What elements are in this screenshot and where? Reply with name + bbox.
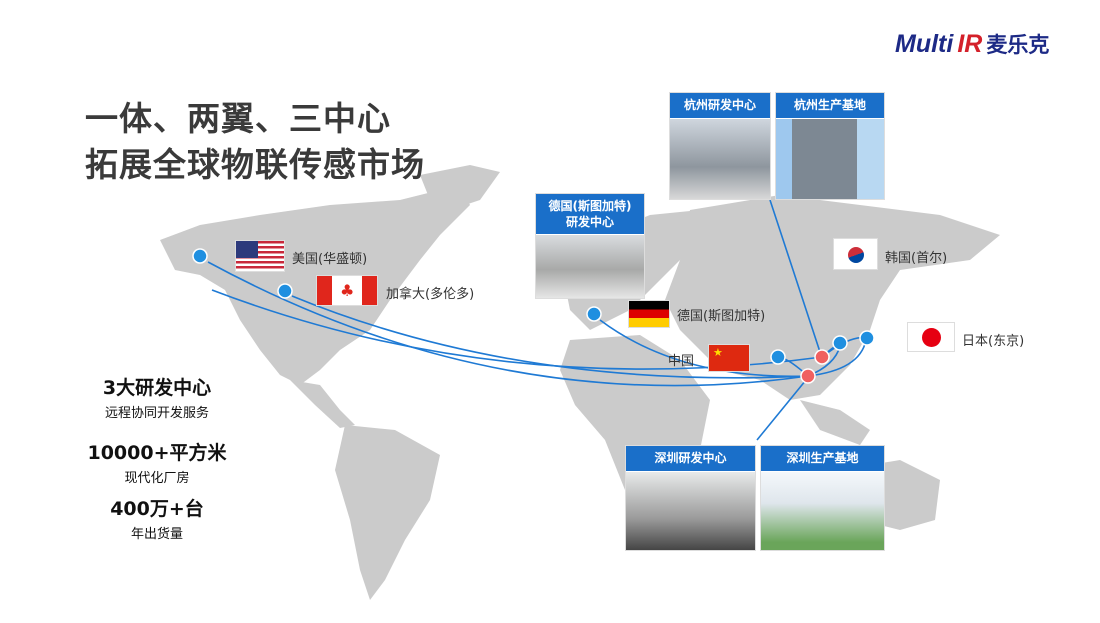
route-sz-japan bbox=[807, 339, 867, 377]
stat-rd-centers: 3大研发中心 远程协同开发服务 bbox=[102, 377, 212, 421]
north-america bbox=[160, 185, 470, 385]
label-canada: 加拿大(多伦多) bbox=[386, 287, 475, 302]
japan-flag-icon bbox=[907, 322, 955, 352]
building-photo bbox=[776, 119, 884, 199]
dot-hangzhou bbox=[814, 349, 830, 365]
southeast-asia bbox=[800, 400, 870, 445]
company-logo: Multi IR 麦乐克 bbox=[895, 29, 1050, 58]
us-flag-icon bbox=[235, 240, 285, 272]
route-to-us bbox=[207, 261, 809, 387]
office-photo bbox=[536, 235, 644, 298]
card-germany-rd: 德国(斯图加特)研发中心 bbox=[535, 193, 645, 299]
label-germany: 德国(斯图加特) bbox=[677, 309, 766, 324]
card-hangzhou-rd: 杭州研发中心 bbox=[669, 92, 771, 200]
title-line-1: 一体、两翼、三中心 bbox=[85, 99, 391, 138]
label-korea: 韩国(首尔) bbox=[885, 251, 948, 266]
china-flag-icon: ★ bbox=[708, 344, 750, 372]
label-us: 美国(华盛顿) bbox=[292, 252, 368, 267]
route-to-germany bbox=[599, 319, 809, 378]
korea-flag-icon bbox=[833, 238, 878, 270]
dot-us bbox=[192, 248, 208, 264]
dot-china bbox=[770, 349, 786, 365]
canada-flag-icon: ♣ bbox=[316, 275, 378, 306]
dot-korea bbox=[832, 335, 848, 351]
dot-japan bbox=[859, 330, 875, 346]
route-to-canada bbox=[291, 295, 809, 379]
dot-shenzhen bbox=[800, 368, 816, 384]
title-line-2: 拓展全球物联传感市场 bbox=[85, 145, 425, 184]
central-america bbox=[290, 380, 355, 428]
office-photo bbox=[626, 472, 755, 550]
stat-factory-area: 10000+平方米 现代化厂房 bbox=[87, 442, 227, 486]
card-shenzhen-production: 深圳生产基地 bbox=[760, 445, 885, 551]
germany-flag-icon bbox=[628, 300, 670, 328]
building-photo bbox=[761, 472, 884, 550]
card-shenzhen-rd: 深圳研发中心 bbox=[625, 445, 756, 551]
hangzhou-connector bbox=[769, 199, 821, 353]
dot-germany bbox=[586, 306, 602, 322]
stat-shipments: 400万+台 年出货量 bbox=[110, 498, 204, 542]
south-america bbox=[335, 425, 440, 600]
office-photo bbox=[670, 119, 770, 199]
greenland bbox=[420, 165, 500, 210]
label-china: 中国 bbox=[668, 354, 695, 369]
card-hangzhou-production: 杭州生产基地 bbox=[775, 92, 885, 200]
label-japan: 日本(东京) bbox=[962, 334, 1025, 349]
shenzhen-connector bbox=[756, 379, 807, 441]
dot-canada bbox=[277, 283, 293, 299]
